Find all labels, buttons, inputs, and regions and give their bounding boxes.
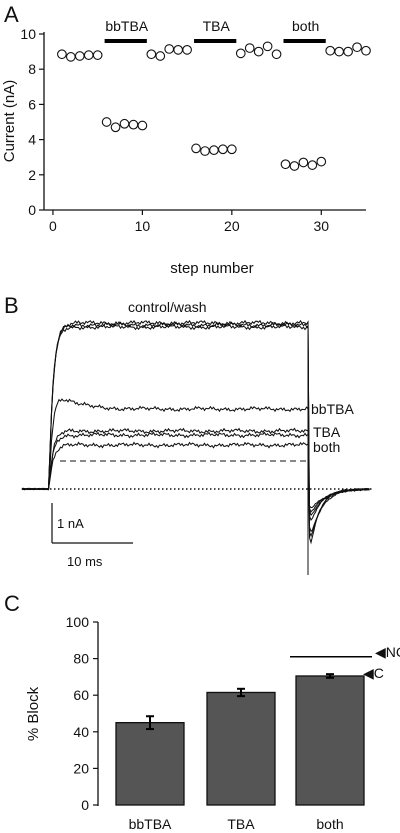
data-point xyxy=(244,43,255,53)
c-ytick-label: 40 xyxy=(73,724,89,740)
data-point xyxy=(137,120,148,131)
data-point xyxy=(316,156,327,167)
ref-arrow-c-icon: ◀ xyxy=(363,665,374,681)
data-point xyxy=(218,144,228,155)
scale-bar-time-label: 10 ms xyxy=(67,554,103,569)
data-point xyxy=(334,46,345,57)
a-ytick-label: 0 xyxy=(28,202,36,218)
panel-c-bars: 0 20 40 60 80 100 bbTBA TBA both xyxy=(66,614,372,832)
a-ytick-label: 8 xyxy=(28,61,36,77)
current-trace xyxy=(21,321,370,545)
data-point xyxy=(253,46,264,57)
a-ytick-label: 2 xyxy=(28,167,36,183)
data-point xyxy=(182,44,192,55)
data-point xyxy=(289,161,300,171)
current-trace xyxy=(21,431,370,513)
c-ytick-label: 60 xyxy=(73,687,89,703)
treatment-bar-label: both xyxy=(292,18,319,34)
ref-arrow-nc-icon: ◀ xyxy=(375,644,386,660)
data-point xyxy=(119,118,130,129)
c-xtick-label: both xyxy=(316,816,343,832)
trace-label-bbtba: bbTBA xyxy=(311,401,354,417)
trace-label-control: control/wash xyxy=(128,299,207,315)
data-point xyxy=(101,117,112,127)
c-ytick-label: 100 xyxy=(66,614,90,630)
data-point xyxy=(155,51,166,61)
c-xtick-label: TBA xyxy=(227,816,255,832)
ref-label-nc: ◀NC xyxy=(375,644,400,660)
current-trace xyxy=(21,398,370,522)
current-trace xyxy=(21,319,370,538)
data-point xyxy=(92,50,103,60)
current-trace xyxy=(21,427,370,517)
c-ytick-label: 80 xyxy=(73,651,89,667)
c-xtick-label: bbTBA xyxy=(129,816,172,832)
a-xtick-label: 20 xyxy=(224,218,240,234)
current-trace xyxy=(21,441,370,509)
data-point xyxy=(200,146,210,156)
scale-bar-current-label: 1 nA xyxy=(57,516,84,531)
panel-b-letter: B xyxy=(4,293,19,318)
treatment-bar-label: bbTBA xyxy=(105,18,148,34)
data-point xyxy=(307,160,318,170)
data-point xyxy=(361,45,371,56)
a-xtick-label: 0 xyxy=(49,218,57,234)
current-trace xyxy=(21,323,370,533)
ref-label-c: ◀C xyxy=(363,665,384,681)
panel-a-letter: A xyxy=(4,2,19,27)
panel-a-scatter: 0 2 4 6 8 10 0 10 20 30 bbTBA TBA both xyxy=(20,18,371,234)
bar xyxy=(295,675,365,806)
trace-label-tba: TBA xyxy=(313,424,341,440)
data-point xyxy=(146,49,157,60)
panel-a-ylabel: Current (nA) xyxy=(1,80,18,163)
panel-a-xlabel: step number xyxy=(170,260,253,277)
panel-b-traces xyxy=(21,319,372,575)
data-point xyxy=(235,48,246,59)
a-xtick-label: 30 xyxy=(313,218,329,234)
data-point xyxy=(352,42,362,53)
data-point xyxy=(262,41,273,52)
a-ytick-label: 4 xyxy=(28,132,36,148)
data-point xyxy=(110,122,121,133)
data-point xyxy=(271,49,282,60)
c-ytick-label: 0 xyxy=(81,797,89,813)
a-ytick-label: 6 xyxy=(28,96,36,112)
data-point xyxy=(128,119,139,130)
data-point xyxy=(191,143,201,154)
a-ytick-label: 10 xyxy=(20,26,36,42)
panel-c-ylabel: % Block xyxy=(25,686,42,741)
data-point xyxy=(65,52,76,62)
data-point xyxy=(325,45,336,56)
data-point xyxy=(164,44,175,54)
bar xyxy=(206,691,276,806)
treatment-bar-label: TBA xyxy=(203,18,231,34)
data-point xyxy=(226,144,237,155)
c-ytick-label: 20 xyxy=(73,760,89,776)
data-point xyxy=(209,145,219,156)
trace-label-both: both xyxy=(313,439,340,455)
data-point xyxy=(74,51,85,61)
panel-c-letter: C xyxy=(4,591,20,616)
data-point xyxy=(57,49,67,60)
data-point xyxy=(83,50,94,60)
data-point xyxy=(298,157,309,168)
data-point xyxy=(173,44,184,55)
data-point xyxy=(280,159,291,170)
data-point xyxy=(343,46,353,57)
a-xtick-label: 10 xyxy=(135,218,151,234)
bar xyxy=(115,722,185,806)
